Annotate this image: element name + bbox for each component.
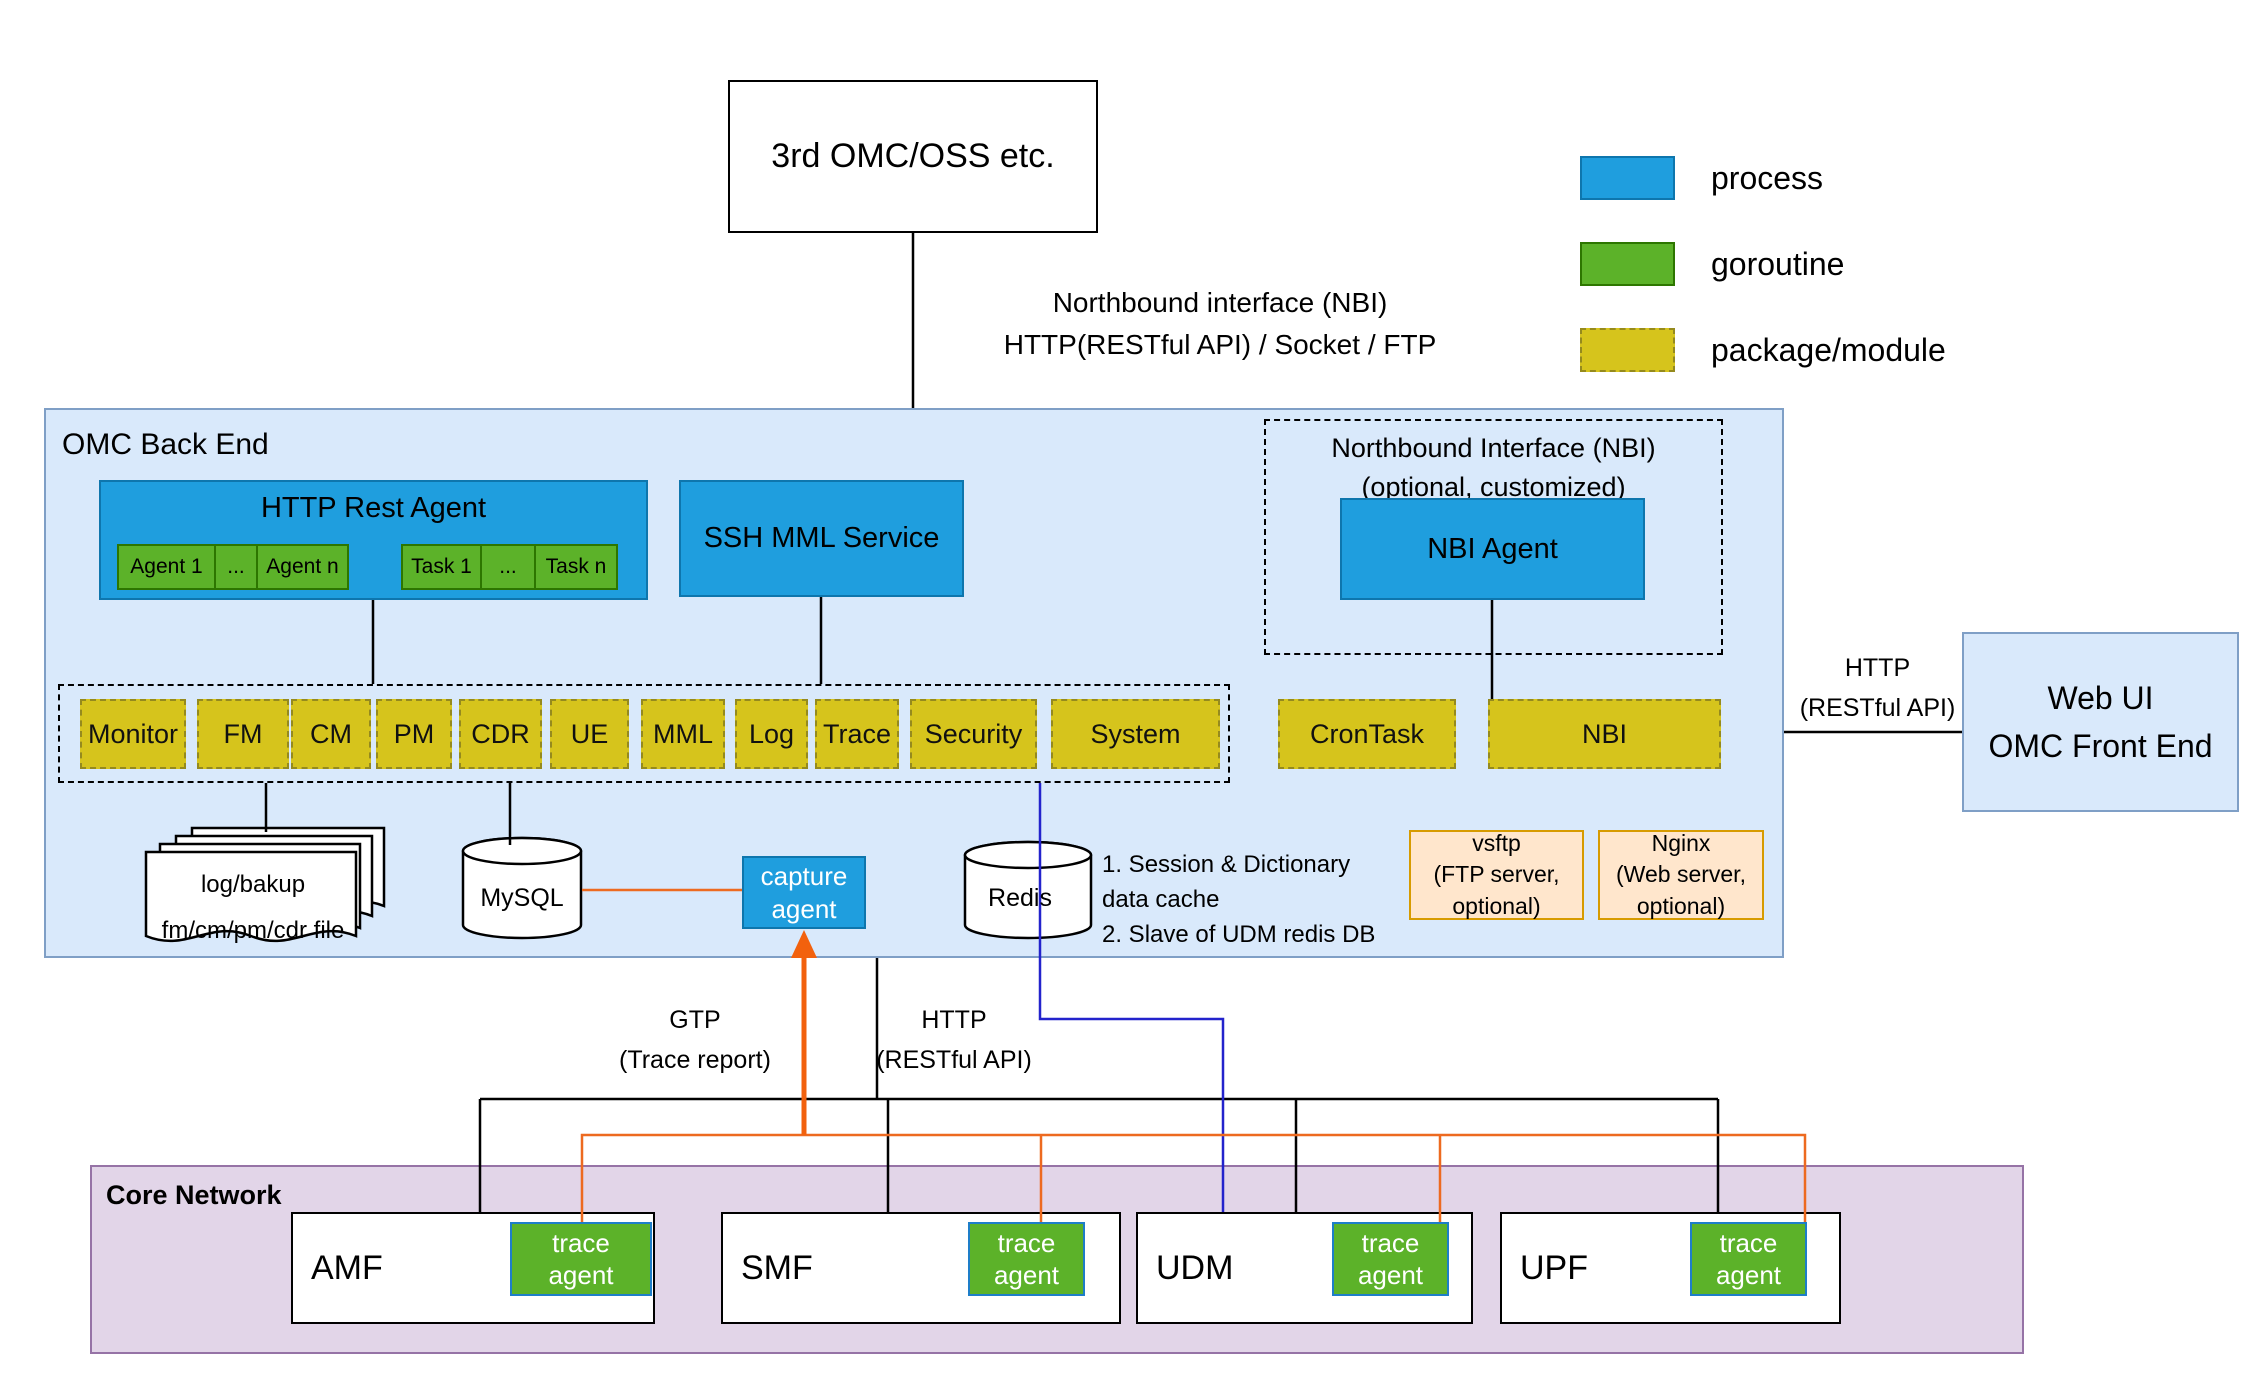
legend-row-package: package/module [1580, 328, 1946, 372]
goroutine-swatch-icon [1580, 242, 1675, 286]
nbi-container-title-line1: Northbound Interface (NBI) [1331, 433, 1656, 463]
package-swatch-icon [1580, 328, 1675, 372]
goroutine-task-n: Task n [534, 544, 618, 590]
trace-agent-udm: trace agent [1332, 1222, 1449, 1296]
redis-notes: 1. Session & Dictionary data cache 2. Sl… [1102, 848, 1412, 952]
goroutine-task-ellipsis: ... [480, 544, 536, 590]
module-security: Security [910, 699, 1037, 769]
vsftp-box: vsftp (FTP server, optional) [1409, 830, 1584, 920]
capture-agent-box: capture agent [742, 856, 866, 929]
gtp-label: GTP (Trace report) [610, 1000, 780, 1080]
legend-package-label: package/module [1711, 331, 1946, 368]
trace-agent-smf-label: trace agent [993, 1227, 1060, 1291]
capture-agent-label: capture agent [760, 861, 848, 924]
ssh-mml-service-box: SSH MML Service [679, 480, 964, 597]
module-mml: MML [641, 699, 725, 769]
nbi-link-line2: HTTP(RESTful API) / Socket / FTP [1003, 329, 1437, 360]
http-core-line1: HTTP [921, 1006, 987, 1034]
module-pm: PM [376, 699, 452, 769]
trace-agent-smf: trace agent [968, 1222, 1085, 1296]
module-trace: Trace [815, 699, 899, 769]
module-nbi: NBI [1488, 699, 1721, 769]
trace-agent-upf-label: trace agent [1715, 1227, 1782, 1291]
module-log: Log [735, 699, 808, 769]
ssh-mml-service-label: SSH MML Service [703, 522, 940, 554]
http-webui-line1: HTTP [1844, 654, 1911, 682]
gtp-line1: GTP [669, 1006, 721, 1034]
gtp-arrow-icon [791, 930, 817, 1135]
legend-goroutine-label: goroutine [1711, 245, 1845, 282]
nf-upf-label: UPF [1520, 1248, 1588, 1287]
module-crontask: CronTask [1278, 699, 1456, 769]
http-rest-agent-title: HTTP Rest Agent [260, 492, 487, 524]
module-row-frame [58, 684, 1230, 783]
webui-box: Web UI OMC Front End [1962, 632, 2239, 812]
omc-backend-title: OMC Back End [62, 428, 269, 461]
nbi-container-title-line2: (optional, customized) [1361, 472, 1626, 503]
nf-amf-label: AMF [311, 1248, 383, 1287]
nbi-optional-container: Northbound Interface (NBI) (optional, cu… [1264, 419, 1723, 655]
vsftp-line3: optional) [1452, 892, 1541, 919]
redis-note-line1: 1. Session & Dictionary [1102, 851, 1351, 878]
legend-row-process: process [1580, 156, 1946, 200]
nginx-box: Nginx (Web server, optional) [1598, 830, 1764, 920]
module-fm: FM [197, 699, 289, 769]
nbi-agent-label: NBI Agent [1427, 532, 1558, 565]
http-rest-agent-box: HTTP Rest Agent Agent 1 ... Agent n Task… [99, 480, 648, 600]
module-ue: UE [550, 699, 629, 769]
goroutine-agent-n: Agent n [256, 544, 349, 590]
nginx-line2: (Web server, [1616, 861, 1746, 888]
goroutine-agent-1: Agent 1 [117, 544, 216, 590]
http-webui-label: HTTP (RESTful API) [1795, 648, 1960, 728]
nbi-link-label: Northbound interface (NBI) HTTP(RESTful … [940, 282, 1500, 366]
module-system: System [1051, 699, 1220, 769]
task-goroutine-group: Task 1 ... Task n [401, 544, 618, 590]
legend-row-goroutine: goroutine [1580, 242, 1946, 286]
goroutine-agent-ellipsis: ... [214, 544, 258, 590]
trace-agent-udm-label: trace agent [1357, 1227, 1424, 1291]
trace-agent-amf: trace agent [510, 1222, 652, 1296]
http-core-line2: (RESTful API) [876, 1046, 1032, 1074]
goroutine-task-1: Task 1 [401, 544, 482, 590]
vsftp-line1: vsftp [1472, 830, 1521, 857]
legend-process-label: process [1711, 159, 1824, 196]
nginx-line3: optional) [1636, 892, 1726, 919]
http-webui-line2: (RESTful API) [1799, 694, 1956, 722]
nf-smf-label: SMF [741, 1248, 813, 1287]
nginx-line1: Nginx [1651, 830, 1711, 857]
legend: process goroutine package/module [1580, 156, 1946, 414]
module-cdr: CDR [459, 699, 542, 769]
trace-agent-amf-label: trace agent [548, 1227, 614, 1291]
agent-goroutine-group: Agent 1 ... Agent n [117, 544, 349, 590]
mysql-label: MySQL [480, 884, 564, 912]
webui-line1: Web UI [2047, 680, 2154, 716]
process-swatch-icon [1580, 156, 1675, 200]
file-stack-line1: log/bakup [200, 871, 306, 898]
oss-box: 3rd OMC/OSS etc. [728, 80, 1098, 233]
file-stack-label: log/bakup fm/cm/pm/cdr file [150, 862, 356, 953]
redis-note-line2: data cache [1102, 885, 1220, 913]
module-monitor: Monitor [80, 699, 186, 769]
gtp-line2: (Trace report) [619, 1046, 771, 1074]
redis-label: Redis [988, 884, 1052, 912]
oss-box-label: 3rd OMC/OSS etc. [771, 137, 1055, 175]
webui-line2: OMC Front End [1988, 728, 2213, 764]
nbi-link-line1: Northbound interface (NBI) [1052, 287, 1388, 318]
vsftp-line2: (FTP server, [1433, 861, 1560, 888]
redis-note-line3: 2. Slave of UDM redis DB [1102, 920, 1376, 948]
core-network-title: Core Network [106, 1180, 282, 1210]
nf-udm-label: UDM [1156, 1248, 1234, 1287]
nbi-agent-box: NBI Agent [1340, 498, 1645, 600]
trace-agent-upf: trace agent [1690, 1222, 1807, 1296]
http-core-label: HTTP (RESTful API) [874, 1000, 1034, 1080]
file-stack-line2: fm/cm/pm/cdr file [161, 916, 345, 944]
module-cm: CM [291, 699, 371, 769]
